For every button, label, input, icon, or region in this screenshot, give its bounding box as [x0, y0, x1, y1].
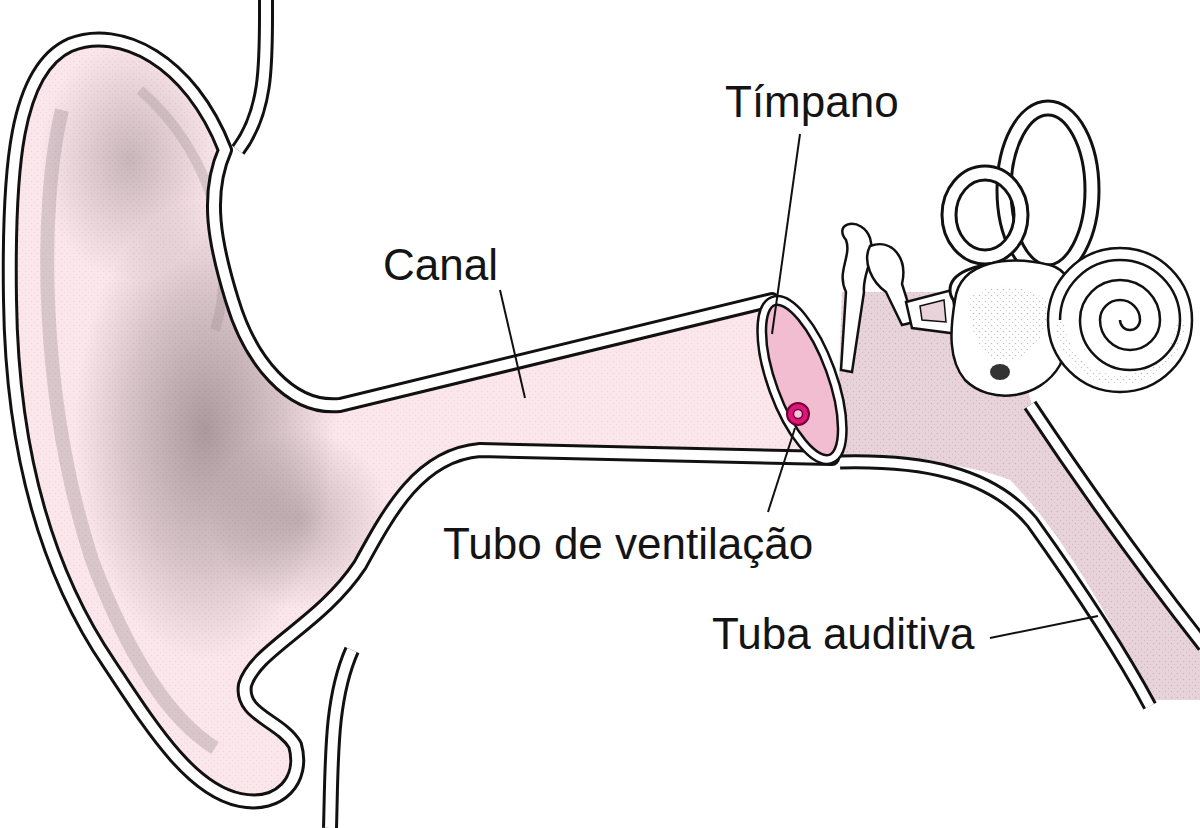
leader-line: [990, 616, 1098, 638]
vestibule-texture: [968, 287, 1048, 362]
pinna-texture: [0, 0, 860, 828]
tube-wall: [840, 462, 1150, 706]
leader-line: [768, 428, 795, 512]
pinna-shading: [0, 0, 860, 828]
pinna-outline: [10, 40, 832, 802]
eardrum: [745, 291, 859, 469]
leader-line: [500, 290, 525, 398]
tube-wall: [840, 462, 1150, 706]
semicircular-canal: [949, 173, 1021, 257]
incus: [867, 244, 914, 325]
part-label: Tímpano: [725, 80, 899, 124]
cochlea: [1048, 248, 1192, 392]
part-label: Tuba auditiva: [712, 612, 975, 656]
skin-line: [238, 0, 266, 150]
skin-line: [330, 650, 352, 828]
eardrum-rim: [745, 291, 859, 469]
skin-line: [330, 650, 352, 828]
ventilation-tube-hole: [794, 410, 803, 419]
cochlea-spiral: [1060, 260, 1180, 370]
tube-wall: [1030, 405, 1200, 646]
tube-wall: [1030, 405, 1200, 646]
semicircular-canal: [949, 173, 1021, 257]
cochlea-texture: [1060, 320, 1180, 380]
round-window: [990, 364, 1010, 380]
part-label: Tubo de ventilação: [443, 522, 813, 566]
stapes-opening: [920, 300, 946, 322]
ventilation-tube: [787, 403, 809, 425]
leader-line: [772, 134, 800, 334]
part-label: Canal: [383, 243, 498, 287]
pinna-outline: [10, 40, 832, 802]
malleus: [841, 224, 872, 372]
skin-line: [238, 0, 266, 150]
